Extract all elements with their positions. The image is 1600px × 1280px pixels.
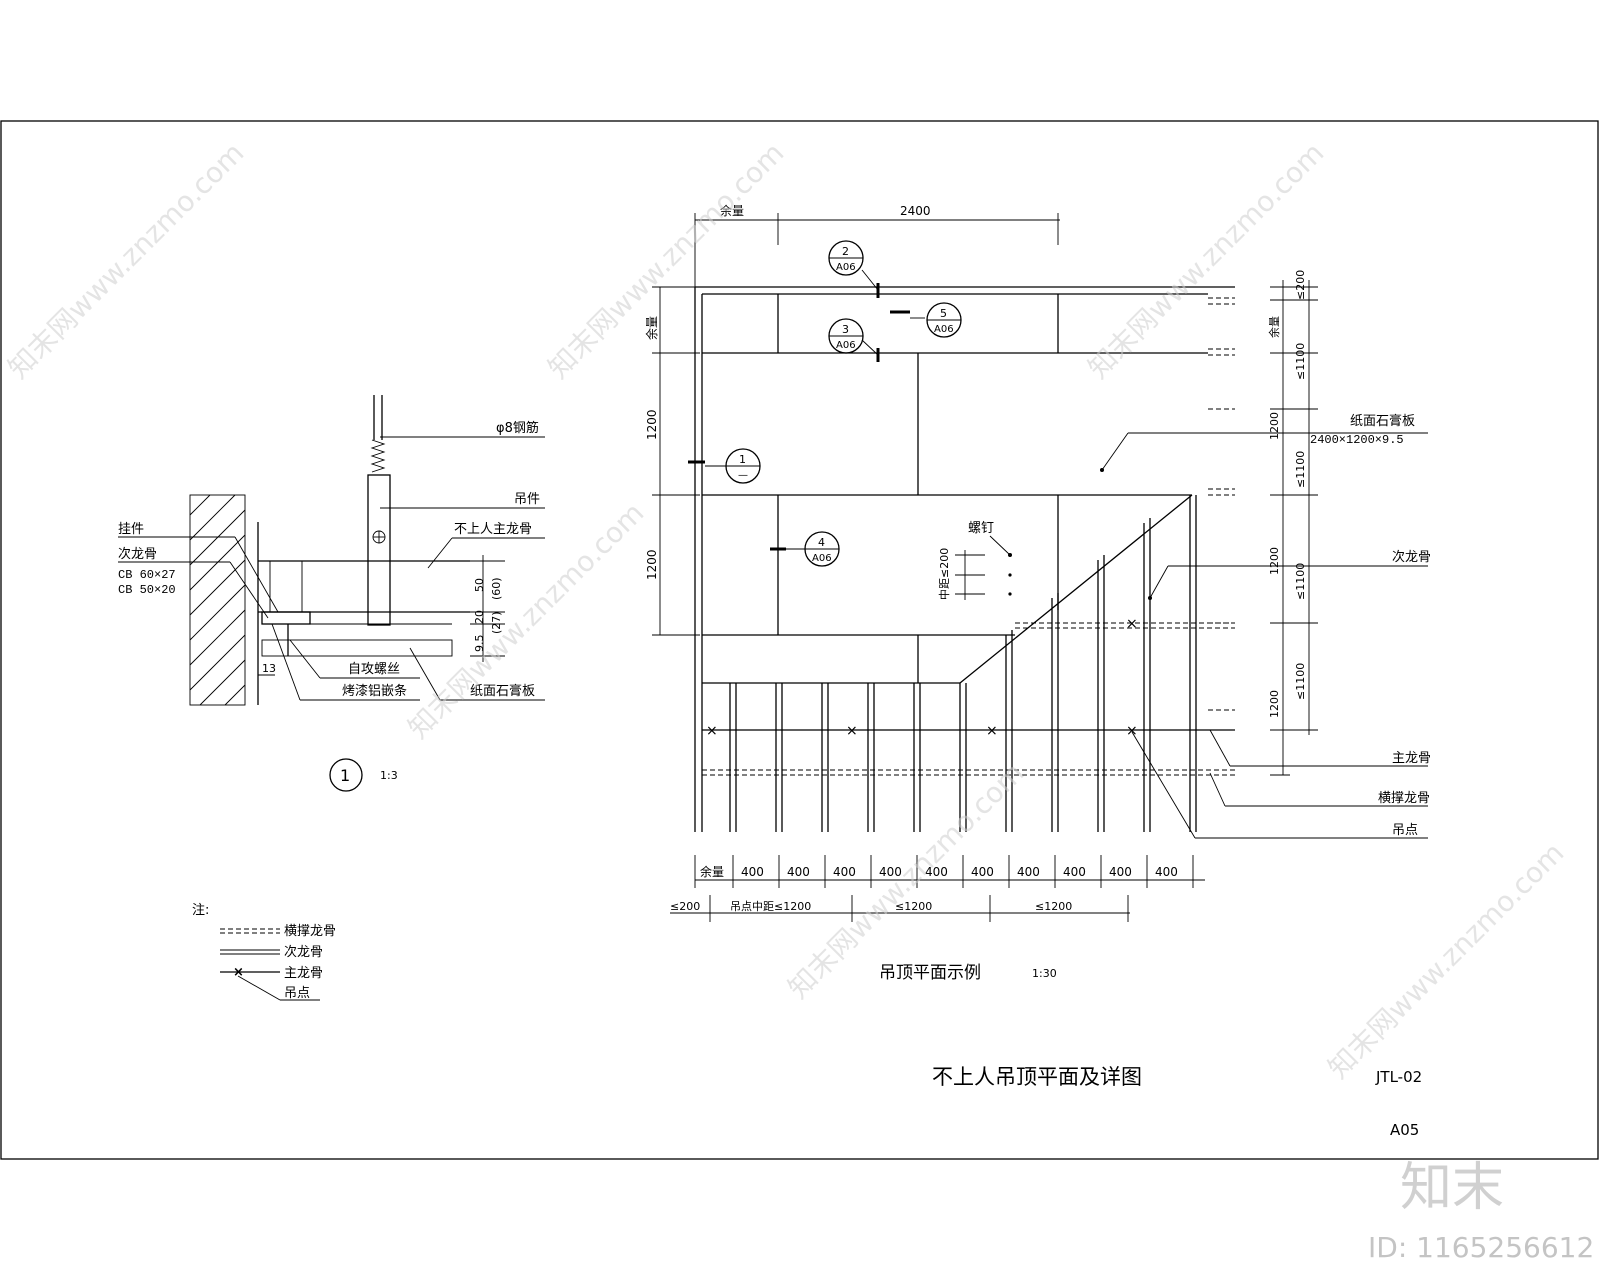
dim-27: (27) [490,611,503,634]
bottom-dim-400-2: 400 [787,865,810,879]
wall [189,494,246,706]
page-title: 不上人吊顶平面及详图 [932,1065,1142,1089]
callout-1-sheet: — [738,470,748,481]
label-steel-bar: φ8钢筋 [496,420,539,436]
watermark-text-6: 知末网www.znzmo.com [1322,836,1571,1085]
top-dim-margin: 余量 [720,203,744,218]
watermark-brand-logo: 知末 [1400,1158,1504,1218]
svg-text:×: × [1126,616,1138,632]
right-dim-1100-c: ≤1100 [1294,563,1307,600]
callout-2-sheet: A06 [836,262,856,273]
bottom-dim-400-4: 400 [879,865,902,879]
label-screw: 螺钉 [968,521,994,536]
label-hook: 挂件 [118,522,144,537]
legend: 注: 横撑龙骨 次龙骨 × 主龙骨 吊点 [192,903,336,1001]
svg-text:×: × [846,723,858,739]
secondary-keels [729,495,1197,832]
svg-text:×: × [986,723,998,739]
bottom-dim-400-10: 400 [1155,865,1178,879]
callout-4-sheet: A06 [812,553,832,564]
callout-5-num: 5 [940,307,947,320]
right-dim-1100-b: ≤1100 [1294,451,1307,488]
right-dim-1200-a: 1200 [1268,412,1281,440]
watermark-text-2: 知末网www.znzmo.com [542,136,791,385]
watermark-id: ID: 1165256612 [1368,1231,1594,1264]
drawing-number: JTL-02 [1375,1068,1422,1086]
label-main-keel: 不上人主龙骨 [454,522,532,537]
bottom-dim-400-9: 400 [1109,865,1132,879]
label-gypsum-size: 2400×1200×9.5 [1310,433,1404,447]
label-secondary-keel-plan: 次龙骨 [1392,549,1431,565]
right-dim-1100-d: ≤1100 [1294,663,1307,700]
right-dim-1200-c: 1200 [1268,690,1281,718]
legend-main-keel: 主龙骨 [284,966,323,981]
label-gypsum-board: 纸面石膏板 [470,683,535,699]
legend-heading: 注: [192,903,209,918]
label-cb-50x20: CB 50×20 [118,583,176,597]
detail-scale: 1:3 [380,769,398,782]
callout-2-num: 2 [842,245,849,258]
label-hanging-point-plan: 吊点 [1392,823,1418,838]
callout-1-num: 1 [739,453,746,466]
svg-text:×: × [1126,723,1138,739]
hanging-points: × × × × × [706,616,1138,739]
sheet-frame [0,120,1599,1160]
label-tapping-screw: 自攻螺丝 [348,662,400,677]
dim-9-5: 9.5 [473,635,486,653]
label-aluminum-strip: 烤漆铝嵌条 [342,683,407,699]
label-secondary-keel: 次龙骨 [118,546,157,562]
dim-13: 13 [262,662,276,675]
detail-callout-circle [329,758,363,792]
plan-scale: 1:30 [1032,967,1057,980]
callout-5-sheet: A06 [934,324,954,335]
bottom-dim2-200: ≤200 [670,900,700,913]
legend-hanging-point: 吊点 [284,986,310,1001]
right-dim-1100-a: ≤1100 [1294,343,1307,380]
dim-50: 50 [473,578,486,592]
label-hanger: 吊件 [514,492,540,507]
label-cb-60x27: CB 60×27 [118,568,176,582]
label-cross-keel: 横撑龙骨 [1378,791,1430,806]
right-dim-margin: 余量 [1267,316,1281,338]
detail-section: 50 (60) 20 (27) 9.5 13 φ8钢筋 吊件 不上人主龙骨 自攻… [118,395,545,792]
screw-spacing: 中距≤200 [938,548,951,600]
bottom-dim-margin: 余量 [700,864,724,879]
bottom-dim-400-8: 400 [1063,865,1086,879]
bottom-dim2-1200-a: ≤1200 [895,900,932,913]
callout-3-sheet: A06 [836,340,856,351]
bottom-dim-400-7: 400 [1017,865,1040,879]
callout-3-num: 3 [842,323,849,336]
bottom-dim-400-3: 400 [833,865,856,879]
plan-caption: 吊顶平面示例 [879,963,981,983]
dim-60: (60) [490,577,503,600]
top-dim-2400: 2400 [900,204,931,218]
ceiling-plan: × × × × × 余量 2400 余量 1200 1200 ≤200 [644,203,1431,983]
legend-cross-keel: 横撑龙骨 [284,924,336,939]
watermark-text-1: 知末网www.znzmo.com [2,136,251,385]
left-dim-margin: 余量 [644,316,659,340]
bottom-dim-400-6: 400 [971,865,994,879]
bottom-dim2-1200-b: ≤1200 [1035,900,1072,913]
svg-text:×: × [706,723,718,739]
bottom-dim2-spacing: 吊点中距≤1200 [730,900,811,913]
callout-4-num: 4 [818,536,825,549]
label-gypsum: 纸面石膏板 [1350,413,1415,429]
bottom-dim-400-5: 400 [925,865,948,879]
bottom-dim-400-1: 400 [741,865,764,879]
label-main-keel-plan: 主龙骨 [1392,751,1431,766]
watermark: 知末网www.znzmo.com 知末网www.znzmo.com 知末网www… [2,136,1595,1264]
sheet-number: A05 [1390,1121,1419,1139]
dim-20: 20 [473,610,486,624]
detail-callout-number: 1 [340,766,350,785]
legend-secondary-keel: 次龙骨 [284,944,323,960]
right-dim-1200-b: 1200 [1268,547,1281,575]
legend-x-mark-icon: × [233,965,244,980]
right-dim-200: ≤200 [1294,270,1307,300]
wall-hatch [189,494,246,706]
left-dim-1200-a: 1200 [645,409,659,440]
left-dim-1200-b: 1200 [645,549,659,580]
